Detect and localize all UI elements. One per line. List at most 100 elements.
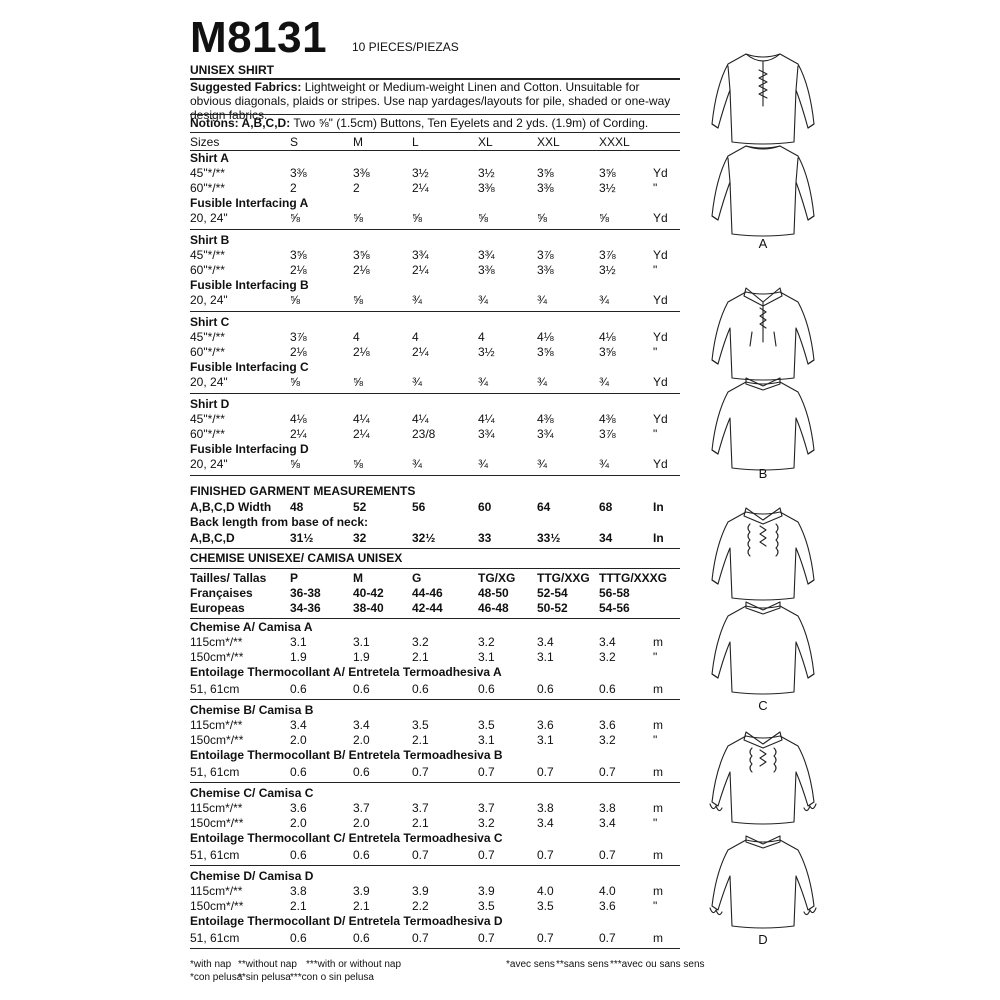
unit-label: Yd — [653, 248, 668, 262]
table-cell: 2.0 — [290, 733, 307, 747]
divider — [190, 948, 680, 949]
unit-label: m — [653, 635, 663, 649]
table-cell: 4 — [353, 330, 360, 344]
table-cell: 3.5 — [478, 899, 495, 913]
row-label: 45"*/** — [190, 330, 225, 344]
table-cell: 2¼ — [412, 181, 429, 195]
row-label: Tailles/ Tallas — [190, 571, 267, 585]
table-cell: 2⅛ — [353, 345, 370, 359]
table-cell: 3.8 — [290, 884, 307, 898]
table-cell: 3½ — [599, 181, 616, 195]
piece-count: 10 PIECES/PIEZAS — [352, 40, 459, 54]
unit-label: Yd — [653, 211, 668, 225]
table-cell: 1.9 — [353, 650, 370, 664]
table-cell: 0.6 — [353, 931, 370, 945]
table-cell: ¾ — [599, 457, 610, 471]
table-cell: 54-56 — [599, 601, 630, 615]
table-cell: 0.6 — [290, 931, 307, 945]
legend-item: **without nap — [238, 959, 297, 970]
section-heading: Chemise A/ Camisa A — [190, 620, 313, 634]
unit-label: " — [653, 181, 658, 195]
legend-item: ***con o sin pelusa — [290, 972, 374, 983]
row-label: 60"*/** — [190, 181, 225, 195]
interfacing-heading: Fusible Interfacing A — [190, 196, 309, 210]
table-cell: 3½ — [478, 345, 495, 359]
table-cell: 2.2 — [412, 899, 429, 913]
table-cell: 3.5 — [537, 899, 554, 913]
row-label: 20, 24" — [190, 375, 228, 389]
divider — [190, 699, 680, 700]
table-cell: 4¼ — [353, 412, 370, 426]
table-cell: 3.8 — [599, 801, 616, 815]
table-cell: 3⅜ — [478, 181, 495, 195]
table-cell: 3.6 — [599, 718, 616, 732]
table-cell: ⅝ — [478, 211, 489, 225]
table-cell: 0.6 — [412, 682, 429, 696]
table-cell: ⅝ — [412, 211, 423, 225]
table-cell: 3⅝ — [599, 166, 616, 180]
table-cell: 2⅛ — [290, 263, 307, 277]
row-label: 51, 61cm — [190, 682, 240, 696]
row-label: 150cm*/** — [190, 899, 244, 913]
shirt-d-front-icon — [709, 731, 817, 825]
divider — [190, 865, 680, 866]
table-cell: 3⅝ — [290, 248, 307, 262]
table-cell: 52-54 — [537, 586, 568, 600]
table-cell: 3.1 — [537, 733, 554, 747]
legend-item: *avec sens — [506, 959, 555, 970]
table-cell: 2.0 — [290, 816, 307, 830]
table-cell: 3.6 — [599, 899, 616, 913]
table-cell: 40-42 — [353, 586, 384, 600]
table-cell: 33 — [478, 531, 492, 545]
table-cell: 0.7 — [412, 765, 429, 779]
table-cell: 3.5 — [478, 718, 495, 732]
table-cell: 2.1 — [353, 899, 370, 913]
table-cell: 60 — [478, 500, 492, 514]
table-cell: 3⅞ — [290, 330, 307, 344]
table-cell: 56 — [412, 500, 426, 514]
shirt-b-back-icon — [711, 377, 815, 471]
table-cell: P — [290, 571, 299, 585]
table-cell: 2 — [290, 181, 297, 195]
table-cell: 0.7 — [478, 765, 495, 779]
table-cell: 3.4 — [537, 816, 554, 830]
table-cell: ⅝ — [353, 211, 364, 225]
table-cell: 36-38 — [290, 586, 321, 600]
table-cell: 3.7 — [478, 801, 495, 815]
row-label: 20, 24" — [190, 457, 228, 471]
divider — [190, 132, 680, 133]
table-cell: 52 — [353, 500, 367, 514]
table-cell: 0.6 — [537, 682, 554, 696]
back-length-heading: Back length from base of neck: — [190, 515, 369, 529]
table-cell: 3.4 — [290, 718, 307, 732]
table-cell: 3.4 — [599, 635, 616, 649]
table-cell: 3⅝ — [537, 345, 554, 359]
unit-label: In — [653, 500, 664, 514]
table-cell: 3.6 — [537, 718, 554, 732]
table-cell: 3.2 — [412, 635, 429, 649]
table-cell: 0.6 — [478, 682, 495, 696]
interfacing-heading: Fusible Interfacing D — [190, 442, 309, 456]
table-cell: ¾ — [478, 293, 489, 307]
table-cell: 3.5 — [412, 718, 429, 732]
shirt-c-back-icon — [711, 601, 815, 695]
row-label: A,B,C,D Width — [190, 500, 272, 514]
shirt-d-back-icon — [709, 835, 817, 929]
divider — [190, 78, 680, 80]
table-cell: 4.0 — [537, 884, 554, 898]
interfacing-heading: Entoilage Thermocollant C/ Entretela Ter… — [190, 831, 503, 845]
table-cell: 3.4 — [599, 816, 616, 830]
table-cell: 56-58 — [599, 586, 630, 600]
table-cell: ⅝ — [353, 293, 364, 307]
table-cell: 2.1 — [412, 816, 429, 830]
